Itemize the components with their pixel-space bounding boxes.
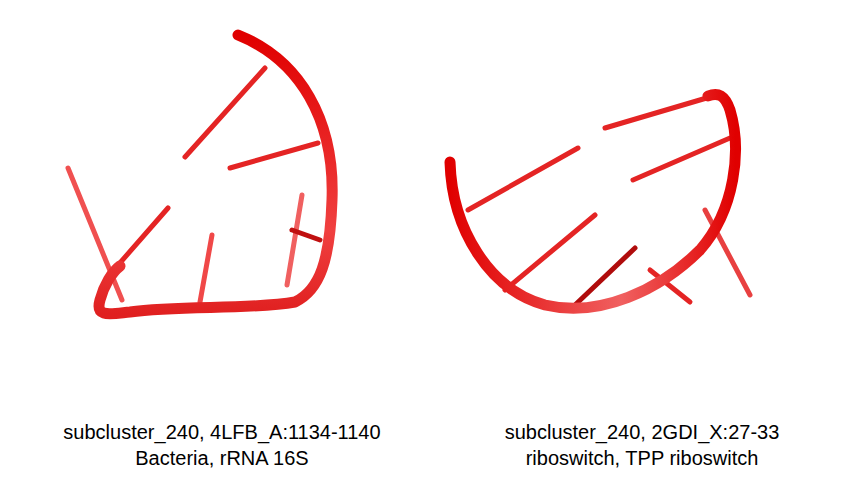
caption-text: subcluster_240, 4LFB_A:1134-1140 [12, 420, 432, 444]
caption-text: Bacteria, rRNA 16S [12, 446, 432, 470]
caption-text: riboswitch, TPP riboswitch [432, 446, 852, 470]
left-structure [68, 35, 332, 314]
caption-text: subcluster_240, 2GDI_X:27-33 [432, 420, 852, 444]
right-structure [450, 94, 750, 308]
